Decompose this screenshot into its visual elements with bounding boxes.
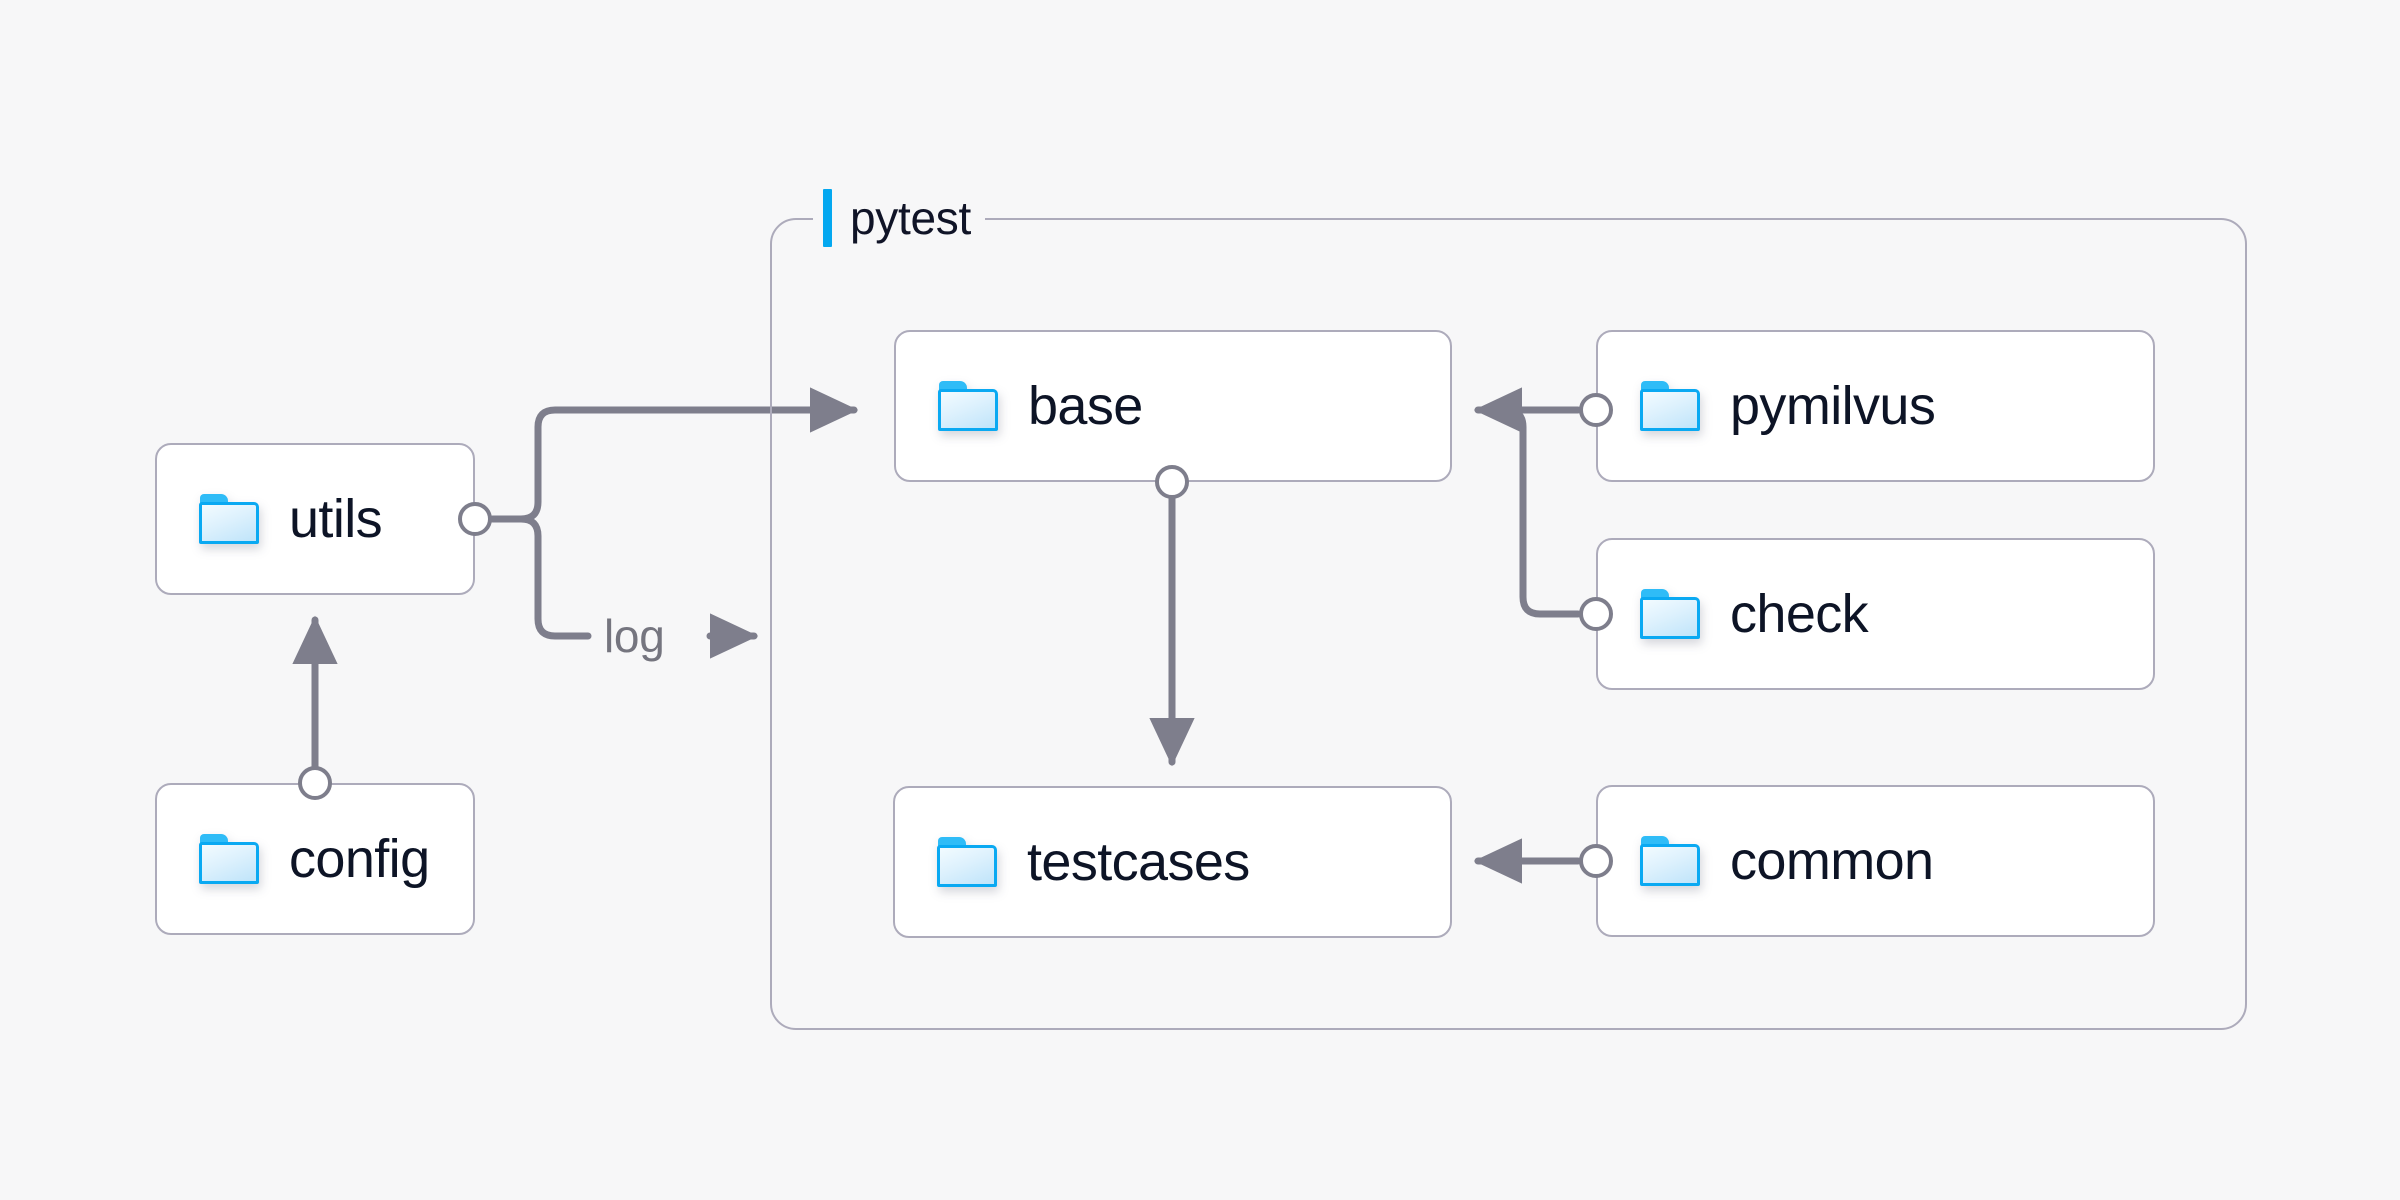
node-label-utils: utils [289,489,383,549]
node-pymilvus[interactable]: pymilvus [1596,330,2155,482]
folder-icon [199,834,259,884]
port-common-left[interactable] [1579,844,1613,878]
folder-icon [938,381,998,431]
folder-icon [937,837,997,887]
port-check-left[interactable] [1579,597,1613,631]
pytest-group-container[interactable] [770,218,2247,1030]
folder-icon [199,494,259,544]
node-base[interactable]: base [894,330,1452,482]
port-utils-right[interactable] [458,502,492,536]
node-check[interactable]: check [1596,538,2155,690]
node-testcases[interactable]: testcases [893,786,1452,938]
folder-icon [1640,589,1700,639]
node-label-pymilvus: pymilvus [1730,376,1936,436]
pytest-group-label: pytest [813,186,985,250]
port-config-top[interactable] [298,766,332,800]
port-base-bottom[interactable] [1155,465,1189,499]
group-title-text: pytest [850,192,971,244]
node-label-check: check [1730,584,1869,644]
node-common[interactable]: common [1596,785,2155,937]
node-label-config: config [289,829,430,889]
node-label-common: common [1730,831,1934,891]
folder-icon [1640,836,1700,886]
folder-icon [1640,381,1700,431]
node-label-base: base [1028,376,1143,436]
node-label-testcases: testcases [1027,832,1250,892]
edge-label-log: log [604,610,665,662]
group-accent-bar [823,189,832,247]
node-utils[interactable]: utils [155,443,475,595]
edge-utils-to-log [489,515,592,640]
port-pymilvus-left[interactable] [1579,393,1613,427]
node-config[interactable]: config [155,783,475,935]
